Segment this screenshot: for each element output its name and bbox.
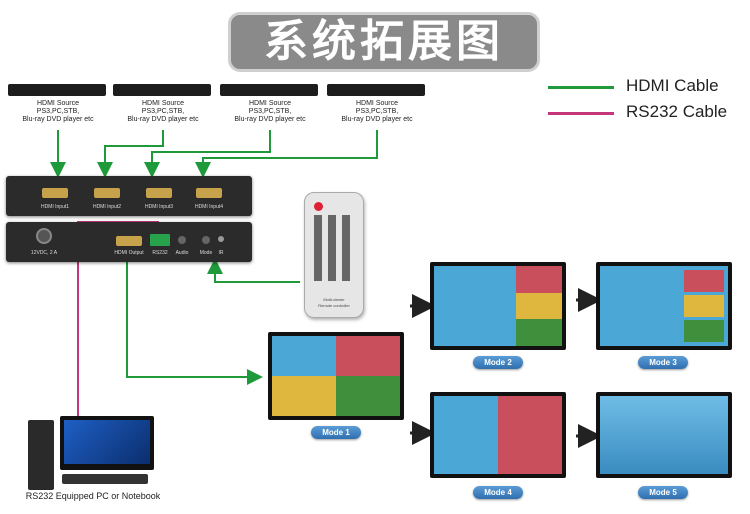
- mode-label: Mode: [199, 250, 213, 256]
- hdmi-output-cable: [126, 262, 263, 385]
- ir-label: IR: [218, 250, 224, 256]
- sub-scene: [684, 295, 724, 317]
- mode-3-button[interactable]: Mode 3: [638, 356, 688, 369]
- rs232-label: RS232: [152, 250, 168, 256]
- hdmi-output-label: HDMI Output: [114, 250, 144, 256]
- hdmi-source-1: HDMI Source PS3,PC,STB, Blu-ray DVD play…: [8, 84, 108, 132]
- hdmi-source-4: HDMI Source PS3,PC,STB, Blu-ray DVD play…: [327, 84, 427, 132]
- sub-scene: [684, 320, 724, 342]
- audio-jack: [178, 236, 186, 244]
- mode-5-button[interactable]: Mode 5: [638, 486, 688, 499]
- pip-scene: [336, 336, 400, 376]
- hdmi-source-2: HDMI Source PS3,PC,STB, Blu-ray DVD play…: [113, 84, 213, 132]
- audio-label: Audio: [175, 250, 189, 256]
- display-mode-1: [268, 332, 404, 420]
- switcher-front-panel: HDMI Input1 HDMI Input2 HDMI Input3 HDMI…: [6, 176, 252, 216]
- hdmi-input-port-1: [42, 188, 68, 198]
- page-title: 系统拓展图: [228, 12, 540, 72]
- pc-label: RS232 Equipped PC or Notebook: [25, 491, 161, 501]
- mode-button: [202, 236, 210, 244]
- hdmi-cable-3: [144, 130, 271, 178]
- source-line1: HDMI Source: [36, 100, 79, 107]
- hdmi-input-label-4: HDMI Input4: [194, 204, 224, 210]
- mode-4-button[interactable]: Mode 4: [473, 486, 523, 499]
- display-mode-5: [596, 392, 732, 478]
- sub-scene: [684, 270, 724, 292]
- hdmi-input-port-4: [196, 188, 222, 198]
- mode-2-button[interactable]: Mode 2: [473, 356, 523, 369]
- hdmi-input-port-3: [146, 188, 172, 198]
- source-line3: Blu-ray DVD player etc: [22, 116, 94, 123]
- source-line2: PS3,PC,STB,: [355, 108, 399, 115]
- player-device: [113, 84, 211, 96]
- display-mode-2: [430, 262, 566, 350]
- full-scene: [600, 396, 728, 474]
- hdmi-input-label-1: HDMI Input1: [40, 204, 70, 210]
- legend-hdmi-swatch: [548, 86, 614, 89]
- right-scene: [498, 396, 562, 474]
- power-jack: [36, 228, 52, 244]
- display-mode-4: [430, 392, 566, 478]
- left-scene: [434, 396, 498, 474]
- pc-monitor: [60, 416, 154, 470]
- remote-power-button: [314, 202, 323, 211]
- sub-scene: [516, 319, 562, 346]
- rs232-terminal: [150, 234, 170, 246]
- legend-rs232-label: RS232 Cable: [626, 102, 728, 121]
- hdmi-cable-4: [195, 130, 378, 178]
- source-line2: PS3,PC,STB,: [141, 108, 185, 115]
- source-line2: PS3,PC,STB,: [36, 108, 80, 115]
- hdmi-input-label-3: HDMI Input3: [144, 204, 174, 210]
- remote-button-grid: [314, 215, 356, 281]
- source-line3: Blu-ray DVD player etc: [127, 116, 199, 123]
- hdmi-source-3: HDMI Source PS3,PC,STB, Blu-ray DVD play…: [220, 84, 320, 132]
- remote-controller: Multi-viewer Remote controller: [304, 192, 364, 318]
- player-device: [220, 84, 318, 96]
- player-device: [8, 84, 106, 96]
- main-scene: [434, 266, 516, 346]
- hdmi-cable-2: [97, 130, 164, 178]
- sub-scene: [516, 293, 562, 319]
- power-label: 12VDC, 2 A: [30, 250, 58, 256]
- remote-caption-1: Multi-viewer: [323, 297, 345, 302]
- display-mode-3: [596, 262, 732, 350]
- pip-scene: [336, 376, 400, 416]
- legend: HDMI Cable RS232 Cable: [548, 74, 748, 124]
- pip-scene: [272, 376, 336, 416]
- sub-scene: [516, 266, 562, 293]
- source-line1: HDMI Source: [248, 100, 291, 107]
- switcher-back-panel: 12VDC, 2 A HDMI Output RS232 Audio Mode …: [6, 222, 252, 262]
- pc-tower: [28, 420, 54, 490]
- pip-scene: [272, 336, 336, 376]
- ir-link: [207, 258, 300, 283]
- legend-hdmi-label: HDMI Cable: [626, 76, 719, 95]
- rs232-pc: RS232 Equipped PC or Notebook: [24, 412, 164, 502]
- player-device: [327, 84, 425, 96]
- monitor-screen: [64, 420, 150, 464]
- source-line1: HDMI Source: [141, 100, 184, 107]
- hdmi-output-port: [116, 236, 142, 246]
- mode-1-button[interactable]: Mode 1: [311, 426, 361, 439]
- source-line2: PS3,PC,STB,: [248, 108, 292, 115]
- source-line3: Blu-ray DVD player etc: [341, 116, 413, 123]
- hdmi-input-port-2: [94, 188, 120, 198]
- remote-caption-2: Remote controller: [318, 303, 350, 308]
- source-line3: Blu-ray DVD player etc: [234, 116, 306, 123]
- legend-rs232-swatch: [548, 112, 614, 115]
- keyboard: [62, 474, 148, 484]
- ir-sensor: [218, 236, 224, 242]
- hdmi-input-label-2: HDMI Input2: [92, 204, 122, 210]
- source-line1: HDMI Source: [355, 100, 398, 107]
